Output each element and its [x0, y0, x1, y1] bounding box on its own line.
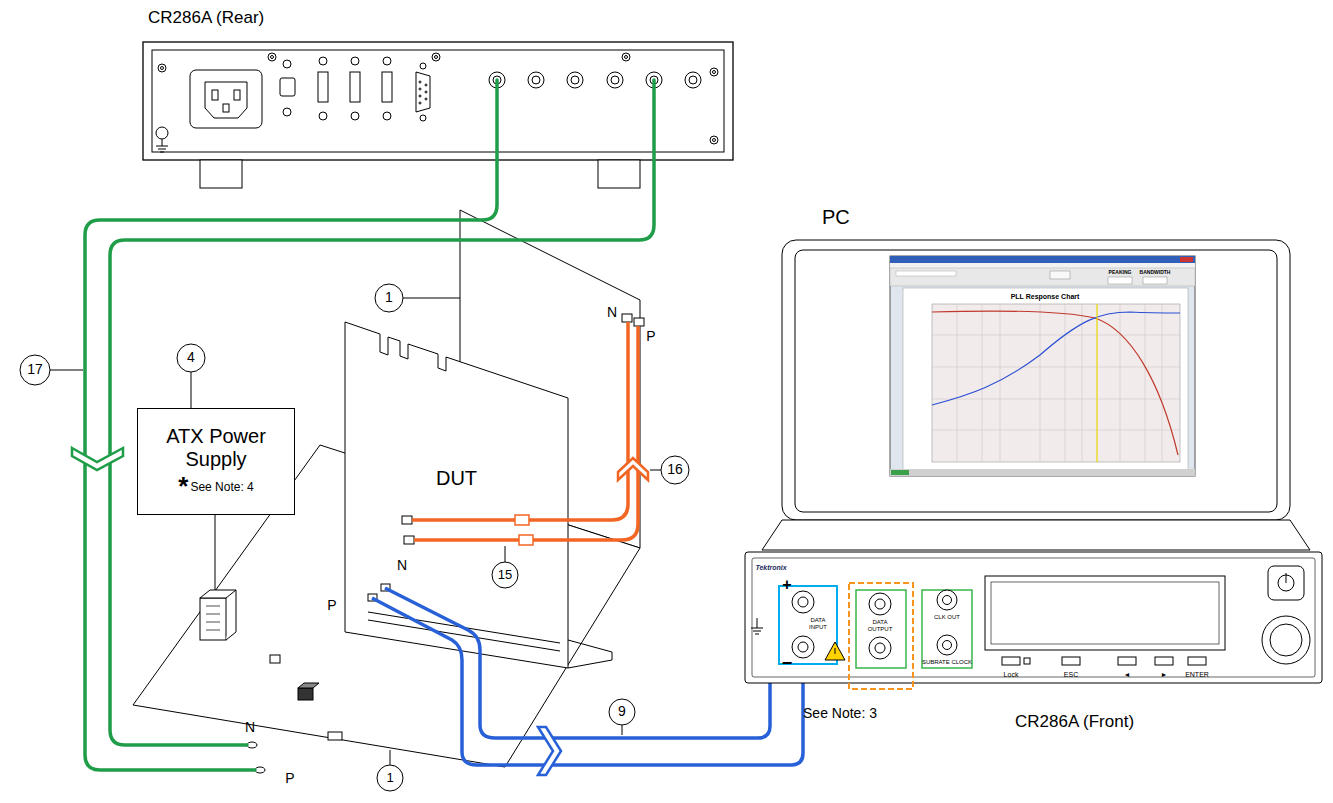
- connector-label: CLK OUT: [934, 614, 960, 621]
- connector-label: SUBRATE CLOCK: [922, 659, 972, 666]
- connector-label: DATA INPUT: [805, 617, 831, 630]
- laptop-drawing: [762, 240, 1310, 550]
- button-label: ◄: [1124, 671, 1131, 679]
- note-text: See Note: 4: [190, 481, 253, 495]
- polarity-sign: −: [782, 654, 793, 674]
- pc-laptop: PC: [782, 206, 1290, 520]
- test-fixture-drawing: [133, 210, 644, 773]
- pin-label: N: [397, 558, 407, 573]
- connector-label: DATA OUTPUT: [863, 619, 897, 632]
- field-label: BANDWIDTH: [1140, 270, 1171, 276]
- front-panel-drawing: [745, 552, 1322, 689]
- rear-panel-drawing: [143, 42, 733, 188]
- callout-number: 16: [667, 462, 683, 477]
- polarity-sign: +: [782, 576, 791, 594]
- callout-number: 17: [27, 362, 43, 377]
- note-text: See Note: 3: [803, 706, 877, 721]
- instrument-front-panel: CR286A (Front): [745, 530, 1323, 735]
- pin-label: P: [285, 771, 294, 786]
- chart-title: PLL Response Chart: [1011, 293, 1080, 301]
- callout-number: 15: [498, 568, 512, 582]
- power-supply-box: ATX Power Supply*See Note: 4: [137, 408, 295, 515]
- device-label: DUT: [345, 467, 568, 490]
- cable-bundle-mark: [72, 448, 123, 470]
- device-heading: PC: [822, 206, 850, 229]
- pin-label: N: [607, 305, 617, 320]
- blue-cables: [372, 588, 803, 765]
- dut-card: DUT: [345, 322, 568, 652]
- pin-label: N: [245, 720, 255, 735]
- button-label: Lock: [1004, 671, 1019, 679]
- device-heading: CR286A (Rear): [148, 8, 264, 28]
- callout-number: 1: [386, 771, 393, 785]
- callout-circles: [20, 284, 689, 791]
- callout-number: 1: [385, 290, 393, 305]
- pin-label: P: [646, 329, 655, 344]
- inline-connector: [519, 535, 533, 545]
- button-label: ►: [1161, 671, 1168, 679]
- note-marker: *: [178, 473, 188, 499]
- callout-number: 9: [618, 704, 626, 719]
- note-row: *See Note: 4: [178, 473, 254, 499]
- orange-cables: [412, 322, 638, 540]
- brand-logo: Tektronix: [755, 564, 786, 572]
- instrument-rear-panel: CR286A (Rear): [143, 0, 733, 162]
- device-heading: CR286A (Front): [1015, 712, 1134, 732]
- cable-bundle-mark: [618, 458, 648, 480]
- box-title: ATX Power Supply: [144, 425, 288, 471]
- button-label: ESC: [1064, 671, 1078, 679]
- button-label: ENTER: [1185, 671, 1209, 679]
- green-cables: [85, 80, 654, 770]
- cable-bundle-mark: [538, 727, 561, 775]
- callout-number: 4: [187, 350, 195, 365]
- pin-label: P: [327, 598, 336, 613]
- field-label: PEAKING: [1109, 270, 1132, 276]
- inline-connector: [515, 515, 529, 525]
